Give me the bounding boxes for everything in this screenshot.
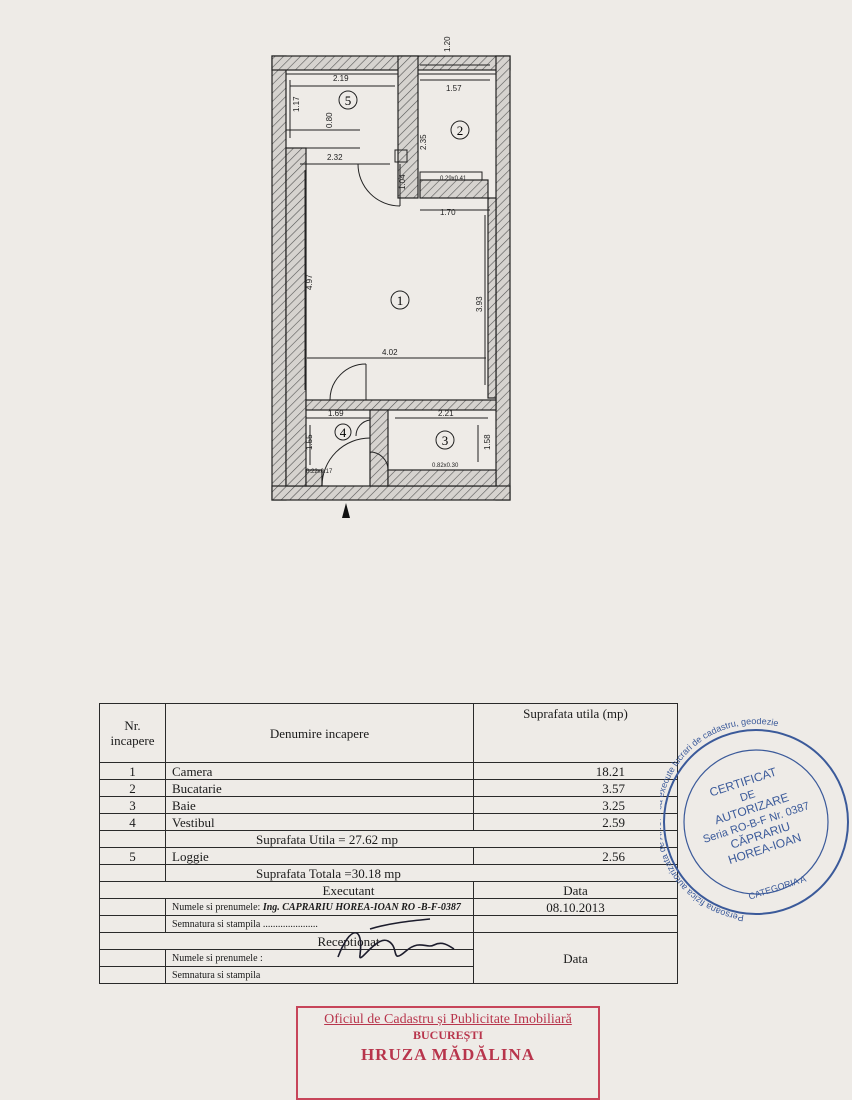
row-area: 2.56 [473,847,678,865]
table-row: 5 Loggie 2.56 [99,847,678,865]
entrance-arrow-icon [342,503,350,518]
row-area: 3.57 [473,779,678,797]
room-number-4: 4 [340,425,347,440]
header-suprafata: Suprafata utila (mp) [473,703,678,763]
authorization-stamp: Persoana fizica autorizata de ANCPI sa e… [660,718,849,923]
subtotal-text: Suprafata Utila = 27.62 mp [165,830,678,848]
executant-header-row: Executant Data [99,881,678,899]
receptionat-sign-row: Semnatura si stampila [99,966,678,984]
row-nr: 2 [99,779,166,797]
dim-label: 1.58 [483,434,492,450]
header-denumire: Denumire incapere [165,703,474,763]
dim-label: 2.21 [438,409,454,418]
row-nr: 1 [99,762,166,780]
row-area: 18.21 [473,762,678,780]
dim-label: 0.22x0.17 [306,469,333,475]
receptionat-title: Receptionat [99,932,474,950]
dim-label: 0.29x0.41 [440,176,467,182]
row-name: Loggie [165,847,474,865]
dim-label: 2.35 [419,134,428,150]
row-area: 2.59 [473,813,678,831]
plan-lines [286,64,496,487]
dimension-labels: 2.19 1.57 1.20 1.17 0.80 2.35 2.32 1.04 … [292,36,492,475]
dim-label: 1.55 [305,434,314,450]
dim-label: 1.17 [292,96,301,112]
stamp-categoria: CATEGORIA A [747,874,807,902]
executant-title: Executant [99,881,474,899]
signature [337,918,455,959]
executant-name-label: Numele si prenumele: [172,901,261,913]
table-row: 1 Camera 18.21 [99,762,678,780]
total-row: Suprafata Totala =30.18 mp [99,864,678,882]
office-stamp-line1: Oficiul de Cadastru și Publicitate Imobi… [324,1012,572,1027]
room-table: Nr. incapere Denumire incapere Suprafata… [99,703,678,984]
receptionat-header-row: Receptionat Data [99,932,678,984]
dim-label: 4.02 [382,348,398,357]
room-number-3: 3 [442,433,449,448]
row-name: Camera [165,762,474,780]
dim-label: 1.04 [398,174,407,190]
table-row: 4 Vestibul 2.59 [99,813,678,831]
room-number-2: 2 [457,123,464,138]
dim-label: 1.70 [440,208,456,217]
office-stamp-line3: HRUZA MĂDĂLINA [360,1045,536,1064]
header-nr: Nr. incapere [99,703,166,763]
dim-label: 1.20 [443,36,452,52]
receptionat-data-label: Data [473,932,678,984]
executant-name-value: Ing. CAPRARIU HOREA-IOAN RO -B-F-0387 [262,901,461,913]
dim-label: 0.82x0.30 [432,463,459,469]
table-row: 3 Baie 3.25 [99,796,678,814]
row-name: Baie [165,796,474,814]
total-text: Suprafata Totala =30.18 mp [165,864,678,882]
dim-label: 1.69 [328,409,344,418]
room-number-5: 5 [345,93,352,108]
dim-label: 0.80 [325,112,334,128]
executant-data-label: Data [473,881,678,899]
floor-plan: 5 2 1 4 3 2.19 1.57 1.20 1.17 0.80 2.35 … [271,36,511,518]
dim-label: 2.19 [333,74,349,83]
row-area: 3.25 [473,796,678,814]
executant-date: 08.10.2013 [473,898,678,916]
dim-label: 1.57 [446,84,462,93]
table-header: Nr. incapere Denumire incapere Suprafata… [99,703,678,763]
office-stamp: Oficiul de Cadastru și Publicitate Imobi… [296,1006,600,1100]
row-nr: 4 [99,813,166,831]
executant-name-cell: Numele si prenumele: Ing. CAPRARIU HOREA… [165,898,474,916]
dim-label: 3.93 [475,296,484,312]
walls [271,55,511,501]
row-name: Vestibul [165,813,474,831]
dim-label: 2.32 [327,153,343,162]
stamp-text: DE [739,788,757,804]
receptionat-sign-label: Semnatura si stampila [165,966,474,984]
room-number-1: 1 [397,293,404,308]
row-name: Bucatarie [165,779,474,797]
row-nr: 5 [99,847,166,865]
subtotal-row: Suprafata Utila = 27.62 mp [99,830,678,848]
office-stamp-line2: BUCUREȘTI [412,1028,484,1042]
dim-label: 4.97 [305,274,314,290]
table-row: 2 Bucatarie 3.57 [99,779,678,797]
executant-name-row: Numele si prenumele: Ing. CAPRARIU HOREA… [99,898,678,916]
row-nr: 3 [99,796,166,814]
room-markers: 5 2 1 4 3 [334,90,470,450]
